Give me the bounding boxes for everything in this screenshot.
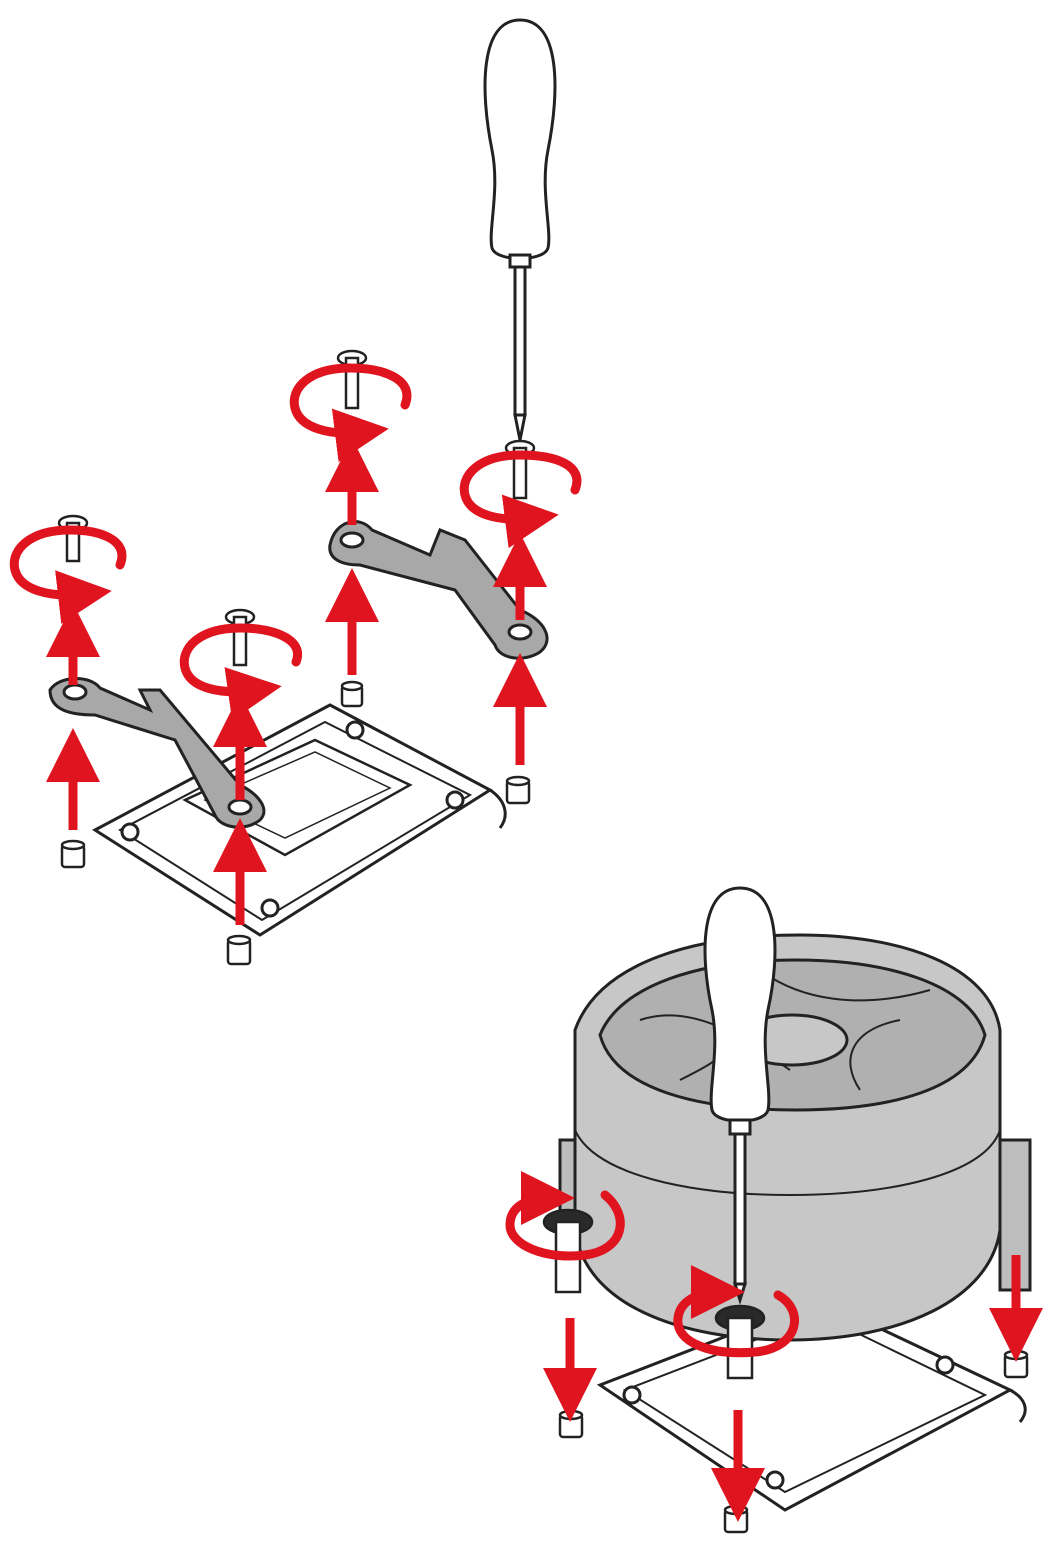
- screwdriver-icon: [483, 18, 557, 441]
- rotate-arrow-icon: [9, 363, 582, 721]
- screwdriver-icon: [703, 886, 777, 1306]
- cpu-socket: [92, 703, 507, 937]
- rotate-arrow-icon: [505, 1171, 799, 1358]
- straight-arrow-icon: [543, 1255, 1043, 1522]
- straight-arrow-icon: [46, 438, 547, 925]
- retention-bracket: [328, 520, 549, 660]
- cpu-cooler: [558, 933, 1032, 1342]
- standoff-icon: [60, 680, 531, 966]
